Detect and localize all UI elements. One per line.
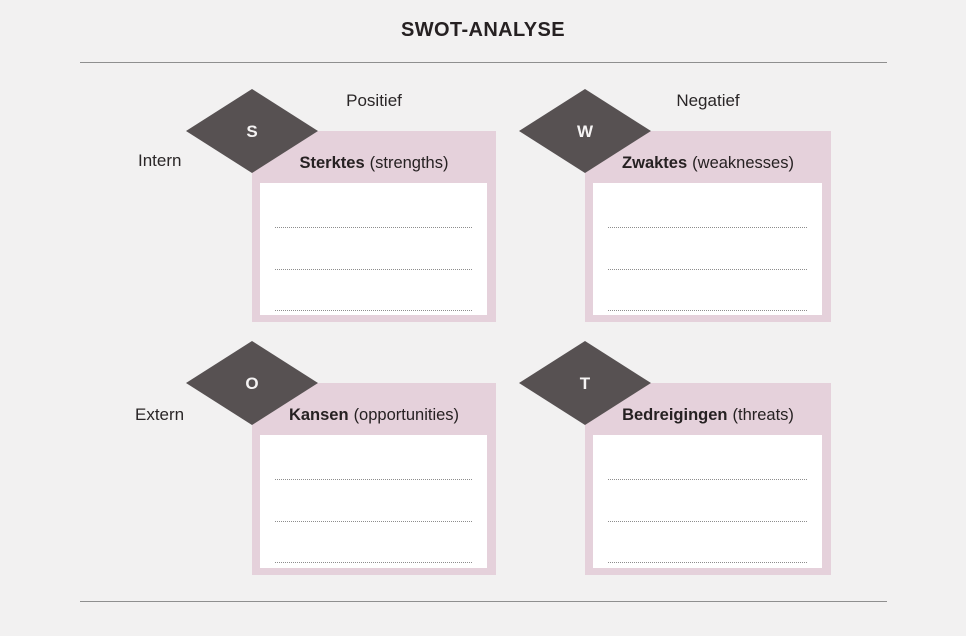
opportunities-subtitle: (opportunities): [353, 406, 460, 424]
write-line: [275, 269, 472, 270]
quadrant-strengths: S Sterktes (strengths): [186, 89, 496, 322]
threats-input-area: [593, 435, 822, 568]
weaknesses-header: Zwaktes (weaknesses): [585, 131, 831, 183]
write-line: [608, 310, 807, 311]
write-line: [275, 521, 472, 522]
write-line: [275, 479, 472, 480]
write-line: [608, 562, 807, 563]
write-line: [608, 227, 807, 228]
quadrant-weaknesses: W Zwaktes (weaknesses): [519, 89, 831, 322]
column-label-positief: Positief: [346, 91, 402, 110]
write-line: [275, 562, 472, 563]
strengths-input-area: [260, 183, 487, 315]
weaknesses-letter: W: [576, 121, 594, 141]
write-line: [608, 479, 807, 480]
bottom-divider-line: [80, 601, 887, 602]
weaknesses-title: Zwaktes: [622, 154, 688, 172]
strengths-subtitle: (strengths): [369, 154, 449, 172]
strengths-title: Sterktes: [299, 154, 365, 172]
threats-letter: T: [579, 373, 591, 393]
weaknesses-input-area: [593, 183, 822, 315]
opportunities-letter: O: [245, 373, 259, 393]
quadrant-threats: T Bedreigingen (threats): [519, 341, 831, 575]
write-line: [275, 227, 472, 228]
weaknesses-subtitle: (weaknesses): [692, 154, 794, 172]
opportunities-input-area: [260, 435, 487, 568]
quadrant-opportunities: O Kansen (opportunities): [186, 341, 496, 575]
page-title: SWOT-ANALYSE: [400, 19, 566, 41]
strengths-header: Sterktes (strengths): [252, 131, 496, 183]
write-line: [608, 521, 807, 522]
row-label-intern: Intern: [138, 151, 182, 170]
top-divider-line: [80, 62, 887, 63]
threats-header: Bedreigingen (threats): [585, 383, 831, 435]
strengths-letter: S: [246, 121, 258, 141]
column-label-negatief: Negatief: [676, 91, 740, 110]
threats-subtitle: (threats): [732, 406, 794, 424]
opportunities-title: Kansen: [288, 406, 349, 424]
threats-title: Bedreigingen: [622, 406, 728, 424]
write-line: [275, 310, 472, 311]
write-line: [608, 269, 807, 270]
opportunities-header: Kansen (opportunities): [252, 383, 496, 435]
row-label-extern: Extern: [135, 405, 185, 424]
